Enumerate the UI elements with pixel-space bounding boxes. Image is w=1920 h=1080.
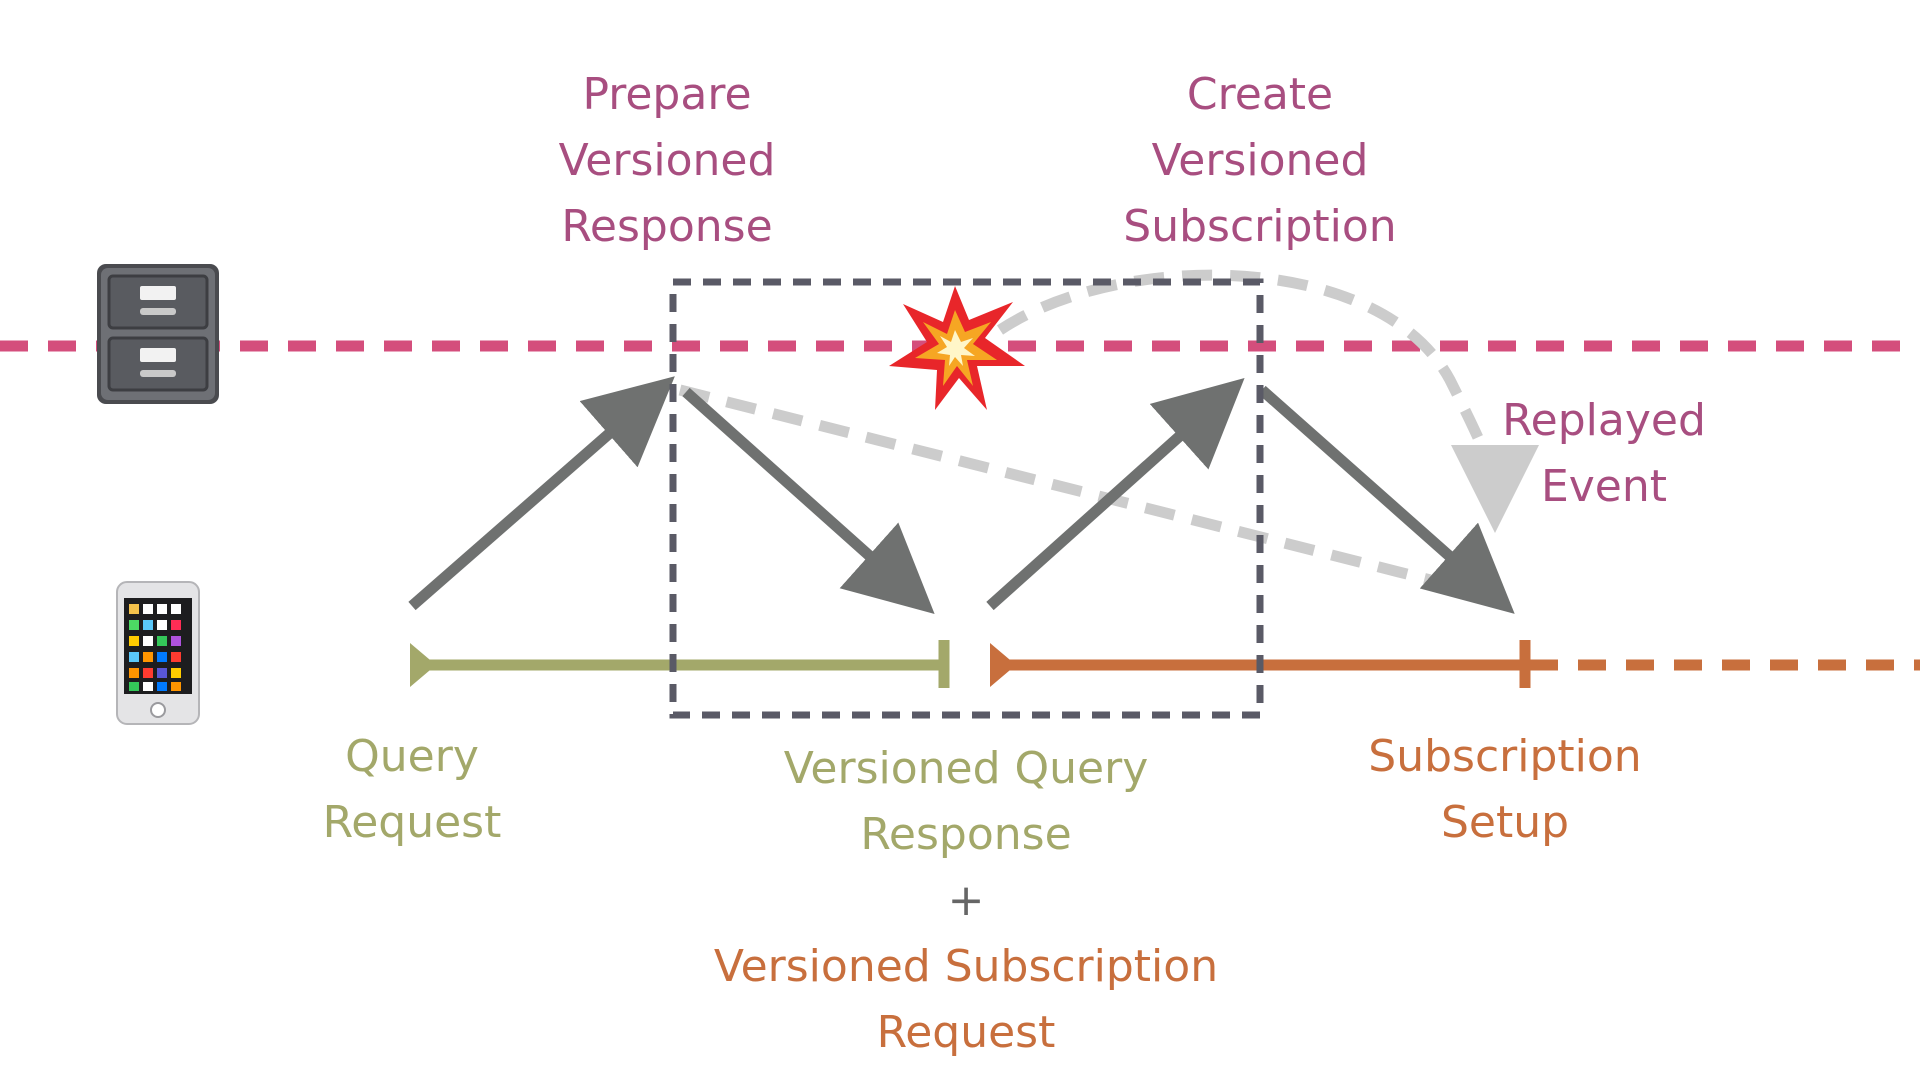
subscription-setup-arrow: [1258, 385, 1515, 614]
query-request-bar: [410, 640, 950, 688]
query-request-label: Query Request: [322, 731, 502, 848]
plus-sign: +: [947, 875, 985, 926]
stale-response-arrow: [678, 384, 1472, 596]
replayed-event-arrow: [996, 269, 1539, 533]
prepare-versioned-response-label: Prepare Versioned Response: [558, 69, 776, 252]
versioned-response-arrow: [682, 387, 935, 614]
collision-icon: [889, 286, 1025, 410]
query-request-arrow: [408, 376, 675, 611]
versioned-query-response-label: Versioned Query Response: [783, 743, 1149, 860]
subscription-bar: [990, 640, 1920, 688]
file-cabinet-icon: [97, 264, 219, 404]
replayed-event-label: Replayed Event: [1502, 395, 1706, 512]
subscription-request-arrow: [986, 377, 1245, 611]
create-versioned-subscription-label: Create Versioned Subscription: [1123, 69, 1397, 252]
subscription-setup-label: Subscription Setup: [1368, 731, 1642, 848]
mobile-phone-icon: [116, 581, 200, 725]
versioned-subscription-request-label: Versioned Subscription Request: [713, 941, 1219, 1058]
